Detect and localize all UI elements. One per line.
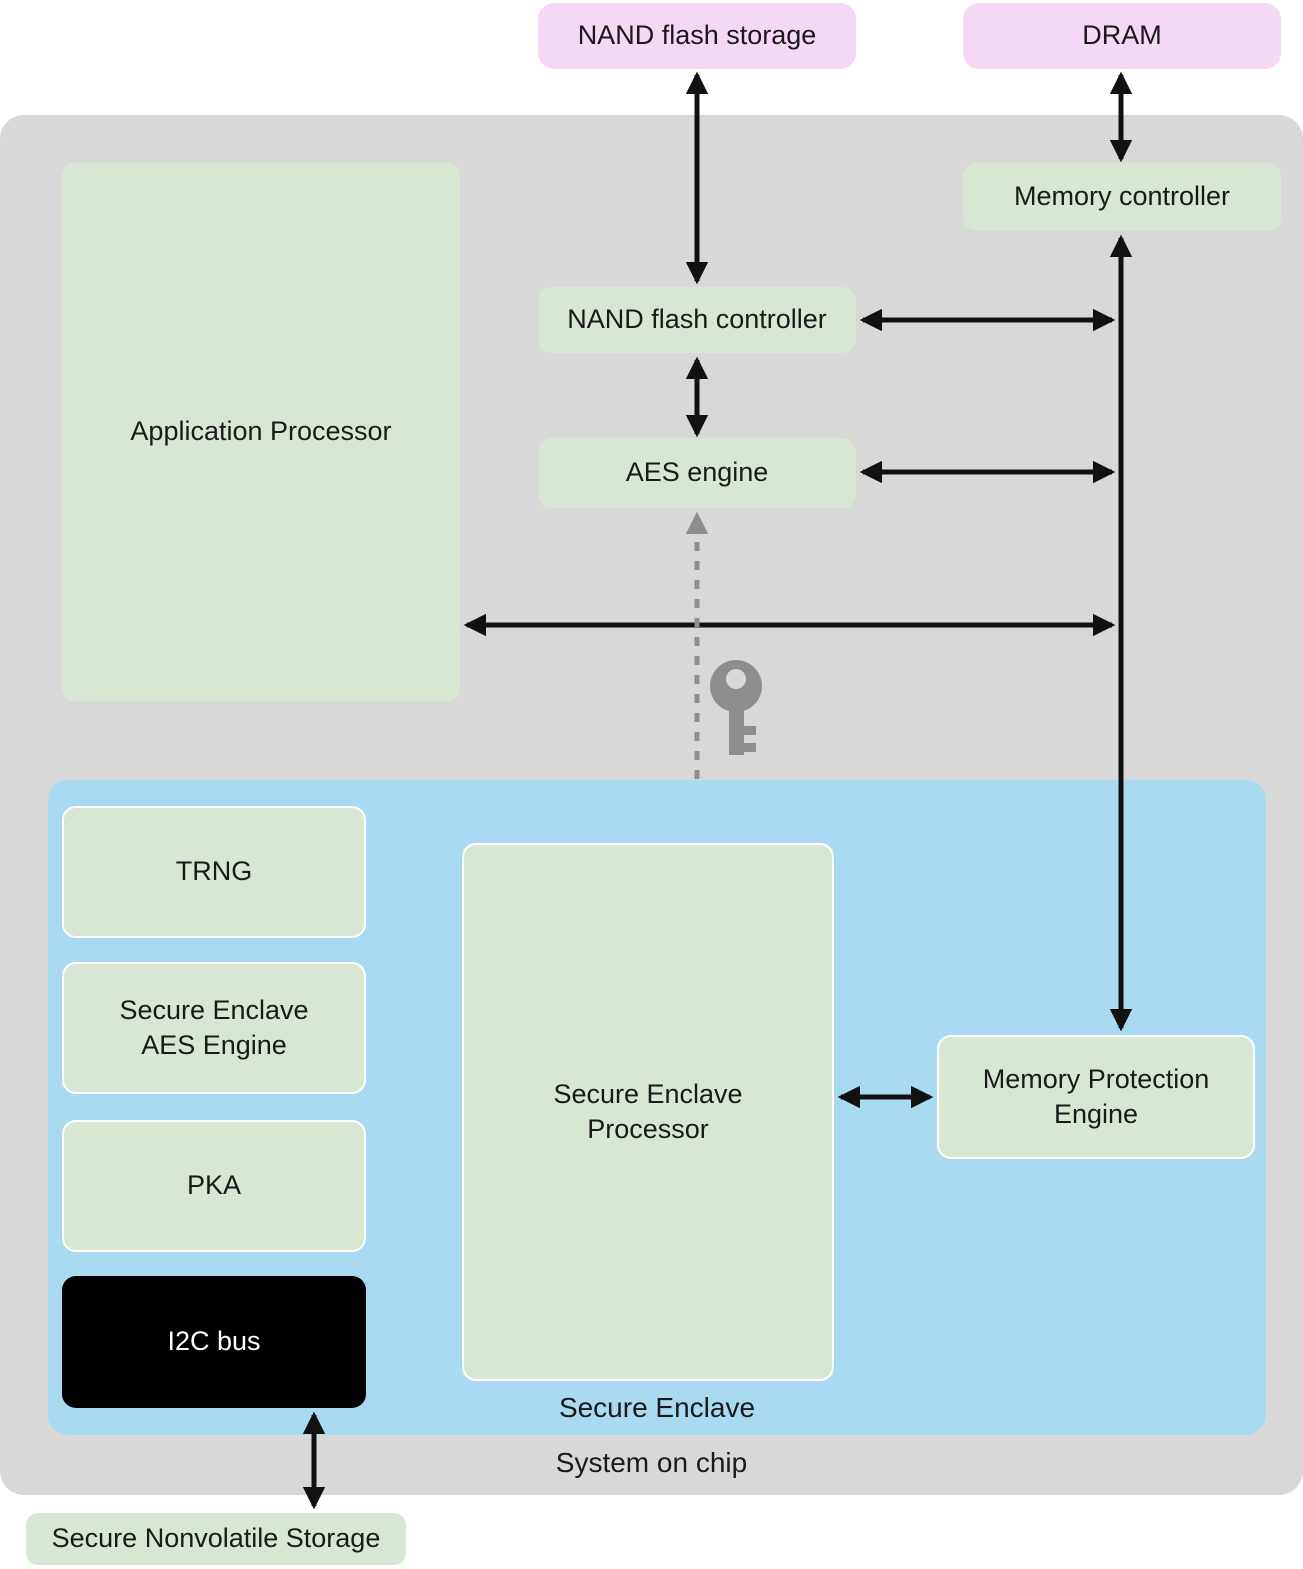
secure-enclave-processor-box: Secure Enclave Processor	[462, 843, 834, 1381]
secure-enclave-region-label: Secure Enclave	[558, 1392, 756, 1423]
secure-enclave-processor-label: Secure Enclave Processor	[553, 1078, 743, 1144]
i2c-bus-box: I2C bus	[62, 1276, 366, 1408]
nand-flash-storage-box: NAND flash storage	[538, 3, 856, 69]
trng-box: TRNG	[62, 806, 366, 938]
aes-engine-label: AES engine	[625, 457, 769, 488]
secure-nonvolatile-storage-label: Secure Nonvolatile Storage	[51, 1523, 381, 1554]
nand-flash-controller-box: NAND flash controller	[538, 287, 856, 353]
nand-flash-storage-label: NAND flash storage	[577, 20, 817, 51]
application-processor-label: Application Processor	[130, 416, 392, 447]
dram-box: DRAM	[963, 3, 1281, 69]
memory-controller-label: Memory controller	[1013, 181, 1231, 212]
application-processor-box: Application Processor	[62, 162, 460, 702]
pka-box: PKA	[62, 1120, 366, 1252]
memory-protection-engine-label: Memory Protection Engine	[982, 1063, 1210, 1129]
i2c-bus-label: I2C bus	[167, 1326, 261, 1357]
system-on-chip-region-label: System on chip	[555, 1447, 748, 1478]
memory-controller-box: Memory controller	[963, 163, 1281, 231]
dram-label: DRAM	[1082, 20, 1162, 51]
secure-enclave-aes-engine-label: Secure Enclave AES Engine	[119, 994, 309, 1060]
memory-protection-engine-box: Memory Protection Engine	[937, 1035, 1255, 1159]
trng-label: TRNG	[175, 856, 253, 887]
nand-flash-controller-label: NAND flash controller	[567, 304, 827, 335]
pka-label: PKA	[186, 1170, 242, 1201]
secure-nonvolatile-storage-box: Secure Nonvolatile Storage	[26, 1513, 406, 1565]
aes-engine-box: AES engine	[538, 438, 856, 508]
secure-enclave-aes-engine-box: Secure Enclave AES Engine	[62, 962, 366, 1094]
